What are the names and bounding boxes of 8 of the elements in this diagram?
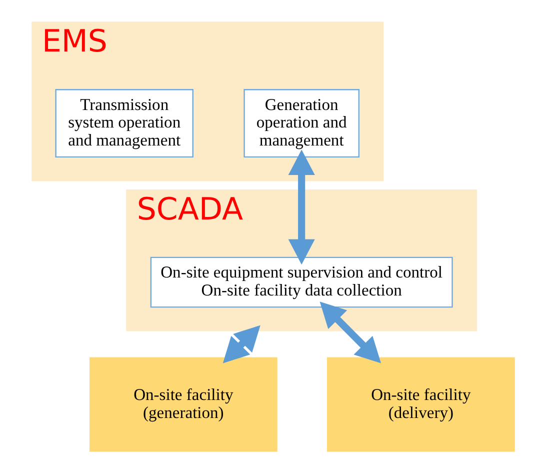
arrow (288, 150, 314, 265)
node-box: On-site facility (delivery) (326, 357, 514, 452)
node-box: Generation operation and management (243, 89, 359, 158)
arrow (222, 325, 260, 364)
node-box: Transmission system operation and management (54, 89, 193, 158)
node-box: On-site facility (generation) (89, 357, 277, 452)
node-box: On-site equipment supervision and control On-site facility data collection (150, 256, 452, 308)
arrow (319, 302, 381, 364)
